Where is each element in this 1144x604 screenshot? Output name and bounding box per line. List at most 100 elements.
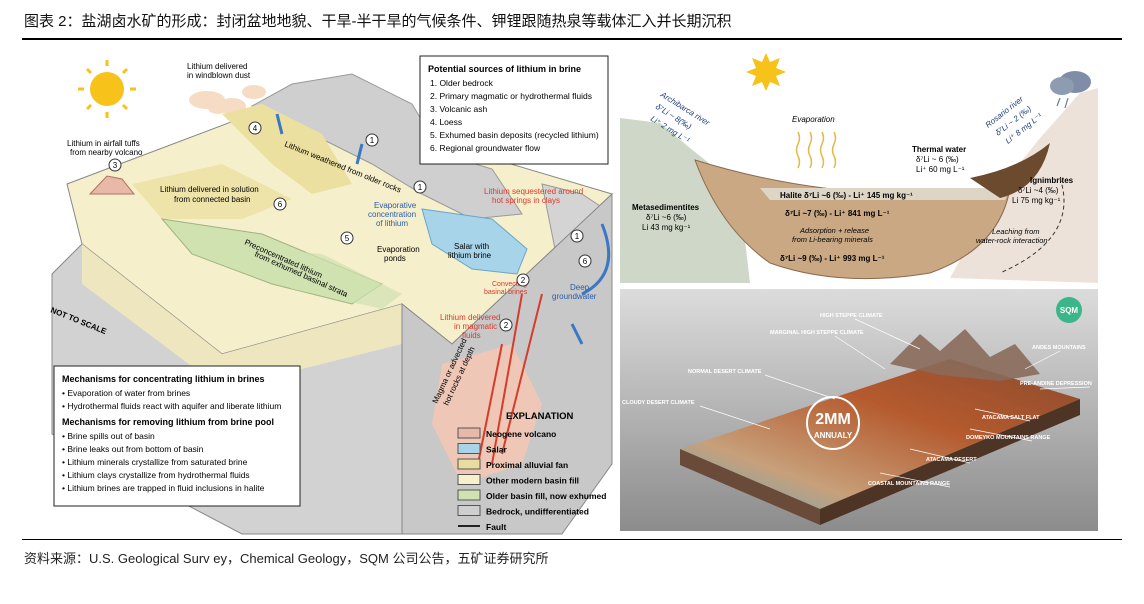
label-evap-2: concentration — [368, 210, 416, 219]
legend-label: Bedrock, undifferentiated — [486, 507, 589, 517]
terrain-front — [680, 449, 820, 525]
label-atacama-desert: ATACAMA DESERT — [926, 457, 977, 463]
magma-arrows — [476, 293, 543, 470]
region-labels: HIGH STEPPE CLIMATE MARGINAL HIGH STEPPE… — [622, 313, 1092, 487]
label-sequestered-1: Lithium sequestered around — [484, 187, 583, 196]
label-dust: Lithium delivered — [187, 62, 247, 71]
older-basin-fill-2 — [222, 244, 402, 309]
label-domeyko: DOMEYKO MOUNTAINS RANGE — [966, 435, 1051, 441]
label-coastal: COASTAL MOUNTAINS RANGE — [868, 481, 950, 487]
salar — [421, 208, 528, 275]
label-airfall: Lithium in airfall tuffs — [67, 139, 140, 148]
mechanism-2-5: • Lithium brines are trapped in fluid in… — [62, 483, 265, 493]
lithium-brine-block-diagram: Potential sources of lithium in brine 1.… — [22, 44, 614, 536]
label-deep-2: groundwater — [552, 292, 597, 301]
label-magma-3: fluids — [462, 331, 481, 340]
thermal-li: Li⁺ 60 mg L⁻¹ — [916, 165, 965, 174]
bottom-brine-label: δ⁷Li ~9 (‰) - Li⁺ 993 mg L⁻¹ — [780, 254, 885, 263]
adsorption-label-2: from Li-bearing minerals — [792, 235, 873, 244]
mechanism-1-1: • Evaporation of water from brines — [62, 388, 190, 398]
svg-text:2: 2 — [504, 321, 509, 330]
mechanism-2-3: • Lithium minerals crystallize from satu… — [62, 457, 248, 467]
legend-label: Other modern basin fill — [486, 476, 579, 486]
mechanisms-title-1: Mechanisms for concentrating lithium in … — [62, 374, 265, 384]
mechanism-2-4: • Lithium clays crystallize from hydroth… — [62, 470, 250, 480]
ign-li: Li 75 mg kg⁻¹ — [1012, 196, 1061, 205]
atacama-3d-render: SQM 2MM ANNUALY HIGH STEPPE CLIMATE MARG… — [620, 289, 1098, 531]
rainfall-badge — [806, 396, 860, 450]
legend-label: Fault — [486, 522, 506, 532]
lithium-isotope-cross-section: Archibarca river δ⁷Li ~ 8(‰) Li⁺ 2 mg L⁻… — [620, 48, 1098, 283]
label-cloudy-desert: CLOUDY DESERT CLIMATE — [622, 400, 695, 406]
metasedimentites-rock — [620, 118, 750, 283]
block-front-strata — [82, 244, 402, 389]
terrain-block — [680, 359, 1080, 509]
label-salt-flat: ATACAMA SALT FLAT — [982, 415, 1040, 421]
potential-item-5: 5. Exhumed basin deposits (recycled lith… — [430, 130, 599, 140]
potential-item-3: 3. Volcanic ash — [430, 104, 487, 114]
thermal-water-area — [970, 143, 1050, 198]
sun-icon — [78, 60, 136, 118]
leaching-label-2: water-rock interaction — [976, 236, 1048, 245]
svg-text:6: 6 — [583, 257, 588, 266]
halite-crust — [760, 188, 1010, 200]
meta-d7li: δ⁷Li ~6 (‰) — [646, 213, 687, 222]
potential-item-6: 6. Regional groundwater flow — [430, 143, 541, 153]
halite-label: Halite δ⁷Li ~6 (‰) - Li⁺ 145 mg kg⁻¹ — [780, 191, 913, 200]
rain-cloud-icon — [1050, 71, 1091, 121]
rainfall-unit: ANNUALY — [814, 431, 853, 440]
label-airfall-2: from nearby volcano — [70, 148, 143, 157]
potential-item-1: 1. Older bedrock — [430, 78, 494, 88]
leader-lines — [699, 318, 1091, 488]
mechanism-2-2: • Brine leaks out from bottom of basin — [62, 444, 204, 454]
potential-sources-box — [419, 55, 609, 165]
svg-text:1: 1 — [370, 136, 375, 145]
label-ponds-1: Evaporation — [377, 245, 420, 254]
label-convecting-1: Convecting — [492, 281, 527, 288]
leaching-label-1: Leaching from — [992, 227, 1040, 236]
sqm-logo — [1056, 297, 1082, 323]
mountain-range — [250, 73, 523, 220]
legend-label: Neogene volcano — [486, 429, 556, 439]
thermal-water-label: Thermal water — [912, 145, 966, 154]
label-marginal-high-steppe: MARGINAL HIGH STEPPE CLIMATE — [770, 330, 864, 336]
potential-sources-title: Potential sources of lithium in brine — [428, 64, 581, 74]
flow-arrow — [999, 177, 1065, 274]
label-normal-desert: NORMAL DESERT CLIMATE — [688, 369, 762, 375]
label-magma-2: in magmatic — [454, 322, 497, 331]
evaporation-arrows — [795, 131, 837, 169]
label-high-steppe: HIGH STEPPE CLIMATE — [820, 313, 883, 319]
label-evap-3: of lithium — [376, 219, 408, 228]
legend-label: Older basin fill, now exhumed — [486, 491, 606, 501]
andes-peaks — [890, 329, 1040, 381]
label-salar-1: Salar with — [454, 242, 489, 251]
legend-swatch — [457, 505, 481, 516]
number-markers: 1 1 1 2 2 3 4 5 6 6 — [108, 121, 592, 332]
svg-text:6: 6 — [278, 200, 283, 209]
metasedimentites-label: Metasedimentites — [632, 203, 700, 212]
svg-text:3: 3 — [113, 161, 118, 170]
figure-title: 图表 2：盐湖卤水矿的形成：封闭盆地地貌、干旱-半干旱的气候条件、钾锂跟随热泉等… — [24, 13, 732, 30]
label-magma-1: Lithium delivered — [440, 313, 500, 322]
label-pre-andine: PRE-ANDINE DEPRESSION — [1020, 381, 1092, 387]
alluvial-fan-2 — [132, 164, 292, 219]
adsorption-label-1: Adsorption + release — [799, 226, 869, 235]
svg-text:1: 1 — [418, 183, 423, 192]
dust-cloud — [189, 85, 266, 114]
legend-swatch — [457, 474, 481, 485]
legend-swatch — [457, 489, 481, 501]
sun-icon — [746, 53, 786, 91]
sqm-logo-text: SQM — [1060, 306, 1079, 315]
rainfall-value: 2MM — [815, 411, 851, 428]
label-evap-1: Evaporative — [374, 201, 417, 210]
meta-li: Li 43 mg kg⁻¹ — [642, 223, 691, 232]
potential-item-2: 2. Primary magmatic or hydrothermal flui… — [430, 91, 592, 101]
groundwater-arrows — [275, 113, 611, 345]
label-deep-1: Deep — [570, 283, 590, 292]
label-ponds-2: ponds — [384, 254, 406, 263]
source-note: 资料来源：U.S. Geological Surv ey，Chemical Ge… — [24, 551, 549, 566]
mid-brine-label: δ⁷Li ~7 (‰) - Li⁺ 841 mg L⁻¹ — [785, 209, 890, 218]
terrain-side — [820, 399, 1080, 525]
mechanism-1-2: • Hydrothermal fluids react with aquifer… — [62, 401, 281, 411]
